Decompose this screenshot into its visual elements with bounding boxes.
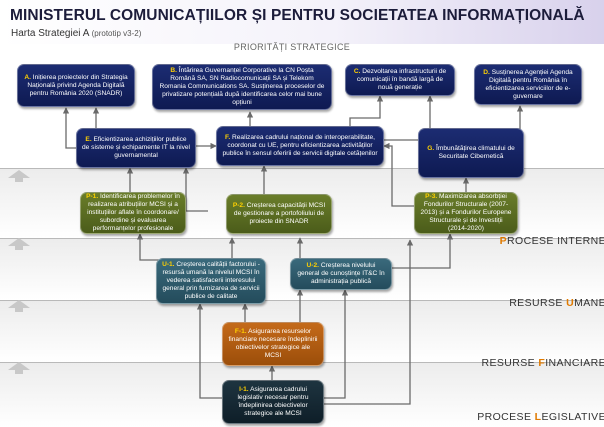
up-arrow-icon xyxy=(8,238,30,250)
up-arrow-icon xyxy=(8,300,30,312)
connector-e-a2 xyxy=(62,107,78,149)
connector-u2-p3 xyxy=(392,233,454,269)
connector-p3-f xyxy=(383,142,414,207)
band-divider xyxy=(0,168,604,169)
band-label-legislative: PROCESE LEGISLATIVE xyxy=(477,411,604,423)
connector-u1-p1 xyxy=(136,233,190,261)
up-arrow-icon xyxy=(8,170,30,182)
band-label-human: RESURSE UMANE xyxy=(509,297,604,309)
band-label-internal: PROCESE INTERNE xyxy=(499,235,604,247)
objective-box-i1[interactable]: I-1. Asigurarea cadrului legislativ nece… xyxy=(222,380,324,424)
band-divider xyxy=(0,300,604,301)
objective-box-p3[interactable]: P-3. Maximizarea absorbției Fondurilor S… xyxy=(414,192,518,234)
connector-p2-e xyxy=(182,167,208,212)
objective-box-c[interactable]: C. Dezvoltarea infrastructurii de comuni… xyxy=(345,64,455,96)
connector-i1-u2 xyxy=(324,289,349,399)
objective-box-e[interactable]: E. Eficientizarea achizițiilor publice d… xyxy=(76,128,196,168)
objective-box-b[interactable]: B. Întărirea Guvernanței Corporative la … xyxy=(152,64,332,110)
up-arrow-icon xyxy=(8,362,30,374)
objective-box-u1[interactable]: U-1. Creșterea calității factorului - re… xyxy=(156,258,266,304)
objective-box-d[interactable]: D. Susținerea Agenției Agenda Digitală p… xyxy=(474,64,582,105)
connector-i1-p3 xyxy=(324,239,414,405)
subtitle-note: (prototip v3-2) xyxy=(91,29,142,38)
header-banner xyxy=(0,0,604,44)
objective-box-g[interactable]: G. Îmbunătățirea climatului de Securitat… xyxy=(418,128,524,178)
band-label-financial: RESURSE FINANCIARE xyxy=(481,357,604,369)
objective-box-f[interactable]: F. Realizarea cadrului național de inter… xyxy=(216,126,384,166)
objective-box-u2[interactable]: U-2. Creșterea nivelului general de cuno… xyxy=(290,258,392,290)
section-label-priorities: PRIORITĂȚI STRATEGICE xyxy=(233,42,351,52)
subtitle-text: Harta Strategiei A xyxy=(11,28,89,39)
objective-box-f1[interactable]: F-1. Asigurarea resurselor financiare ne… xyxy=(222,322,324,366)
page-title: MINISTERUL COMUNICAȚIILOR ȘI PENTRU SOCI… xyxy=(10,7,585,24)
page-subtitle: Harta Strategiei A (prototip v3-2) xyxy=(11,28,141,39)
objective-box-p2[interactable]: P-2. Creșterea capacității MCSI de gesti… xyxy=(226,194,332,234)
connector-f-c xyxy=(349,95,384,126)
connector-i1-u1 xyxy=(196,303,222,399)
objective-box-p1[interactable]: P-1. Identificarea problemelor în realiz… xyxy=(80,192,186,234)
objective-box-a[interactable]: A. Inițierea proiectelor din Strategia N… xyxy=(17,64,135,107)
